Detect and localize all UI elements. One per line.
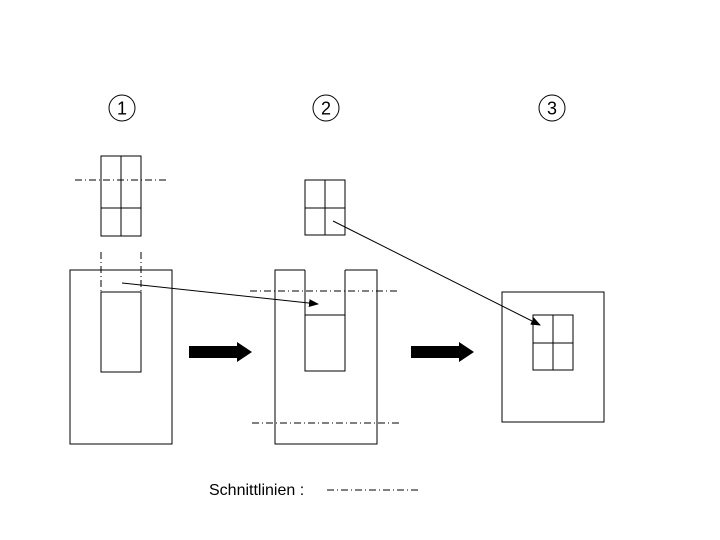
step-1-marker: 1	[108, 94, 136, 122]
step-2-grid-piece	[304, 179, 346, 236]
step-3-number: 3	[547, 99, 557, 119]
step-3-panel	[501, 291, 605, 423]
step-2-number: 2	[321, 99, 331, 119]
connector-arrow-2-to-3	[332, 220, 541, 326]
process-arrow-1	[189, 342, 252, 362]
step-2-panel-notched	[274, 269, 378, 445]
step-1-cutout	[100, 291, 142, 373]
step-1-grid-piece	[100, 155, 142, 237]
legend: Schnittlinien :	[209, 482, 418, 499]
step-1-panel	[69, 269, 173, 445]
connector-arrow-1-to-2	[121, 282, 319, 308]
legend-label: Schnittlinien :	[209, 482, 304, 499]
step-3-marker: 3	[538, 94, 566, 122]
step-1-number: 1	[117, 99, 127, 119]
process-arrow-2	[411, 342, 474, 362]
step-2-slot	[304, 270, 346, 372]
step-2-marker: 2	[312, 94, 340, 122]
step-3-grid-piece	[532, 314, 574, 371]
